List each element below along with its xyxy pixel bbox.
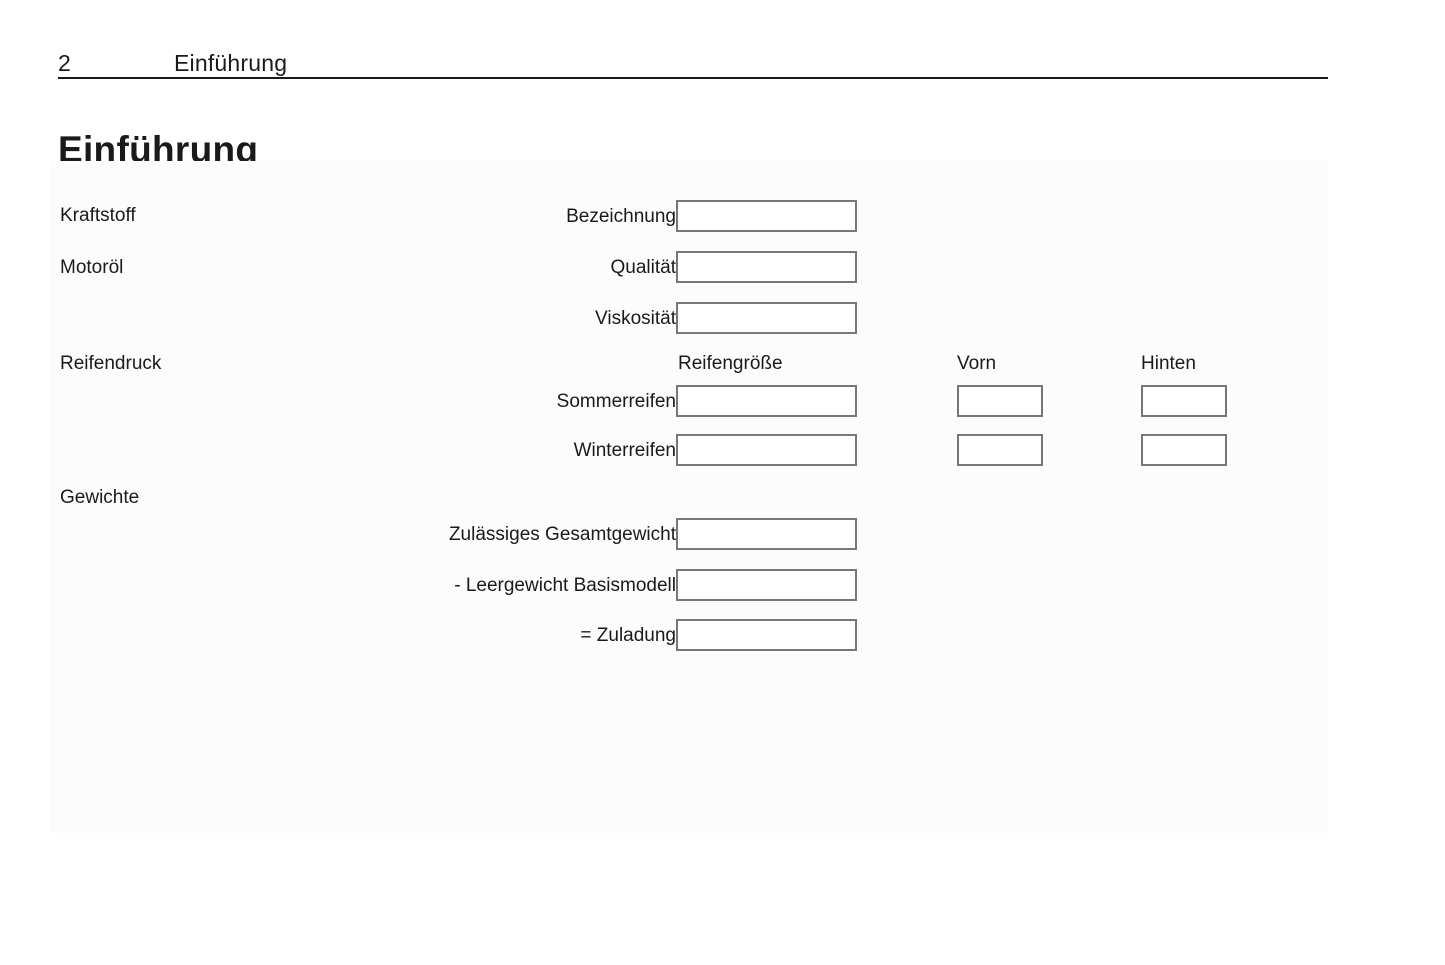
input-zulaessiges-gesamtgewicht[interactable] bbox=[676, 518, 857, 550]
header-divider bbox=[58, 77, 1328, 79]
row-label-zuladung: = Zuladung bbox=[580, 625, 676, 646]
page-number: 2 bbox=[58, 50, 71, 76]
column-header-reifengroesse: Reifengröße bbox=[678, 353, 783, 374]
input-sommerreifen-hinten[interactable] bbox=[1141, 385, 1227, 417]
input-winterreifen-groesse[interactable] bbox=[676, 434, 857, 466]
chapter-name: Einführung bbox=[174, 50, 288, 76]
running-header: 2 Einführung bbox=[58, 48, 1328, 80]
input-sommerreifen-vorn[interactable] bbox=[957, 385, 1043, 417]
input-bezeichnung[interactable] bbox=[676, 200, 857, 232]
row-label-sommerreifen: Sommerreifen bbox=[556, 391, 676, 412]
input-leergewicht-basismodell[interactable] bbox=[676, 569, 857, 601]
input-winterreifen-hinten[interactable] bbox=[1141, 434, 1227, 466]
input-qualitaet[interactable] bbox=[676, 251, 857, 283]
section-label-gewichte: Gewichte bbox=[60, 487, 140, 508]
section-label-motoroel: Motoröl bbox=[60, 257, 124, 278]
row-label-viskositaet: Viskosität bbox=[595, 308, 676, 329]
row-label-zulaessiges-gesamtgewicht: Zulässiges Gesamtgewicht bbox=[448, 524, 676, 545]
data-entry-panel: Kraftstoff Bezeichnung Motoröl Qualität … bbox=[50, 161, 1328, 833]
row-label-leergewicht-basismodell: - Leergewicht Basismodell bbox=[454, 575, 676, 596]
row-label-qualitaet: Qualität bbox=[610, 257, 676, 278]
row-label-bezeichnung: Bezeichnung bbox=[566, 206, 676, 227]
column-header-vorn: Vorn bbox=[957, 353, 997, 374]
input-viskositaet[interactable] bbox=[676, 302, 857, 334]
input-sommerreifen-groesse[interactable] bbox=[676, 385, 857, 417]
input-winterreifen-vorn[interactable] bbox=[957, 434, 1043, 466]
column-header-hinten: Hinten bbox=[1141, 353, 1196, 374]
section-label-reifendruck: Reifendruck bbox=[60, 353, 162, 374]
row-label-winterreifen: Winterreifen bbox=[573, 440, 676, 461]
section-label-kraftstoff: Kraftstoff bbox=[60, 205, 136, 226]
input-zuladung[interactable] bbox=[676, 619, 857, 651]
